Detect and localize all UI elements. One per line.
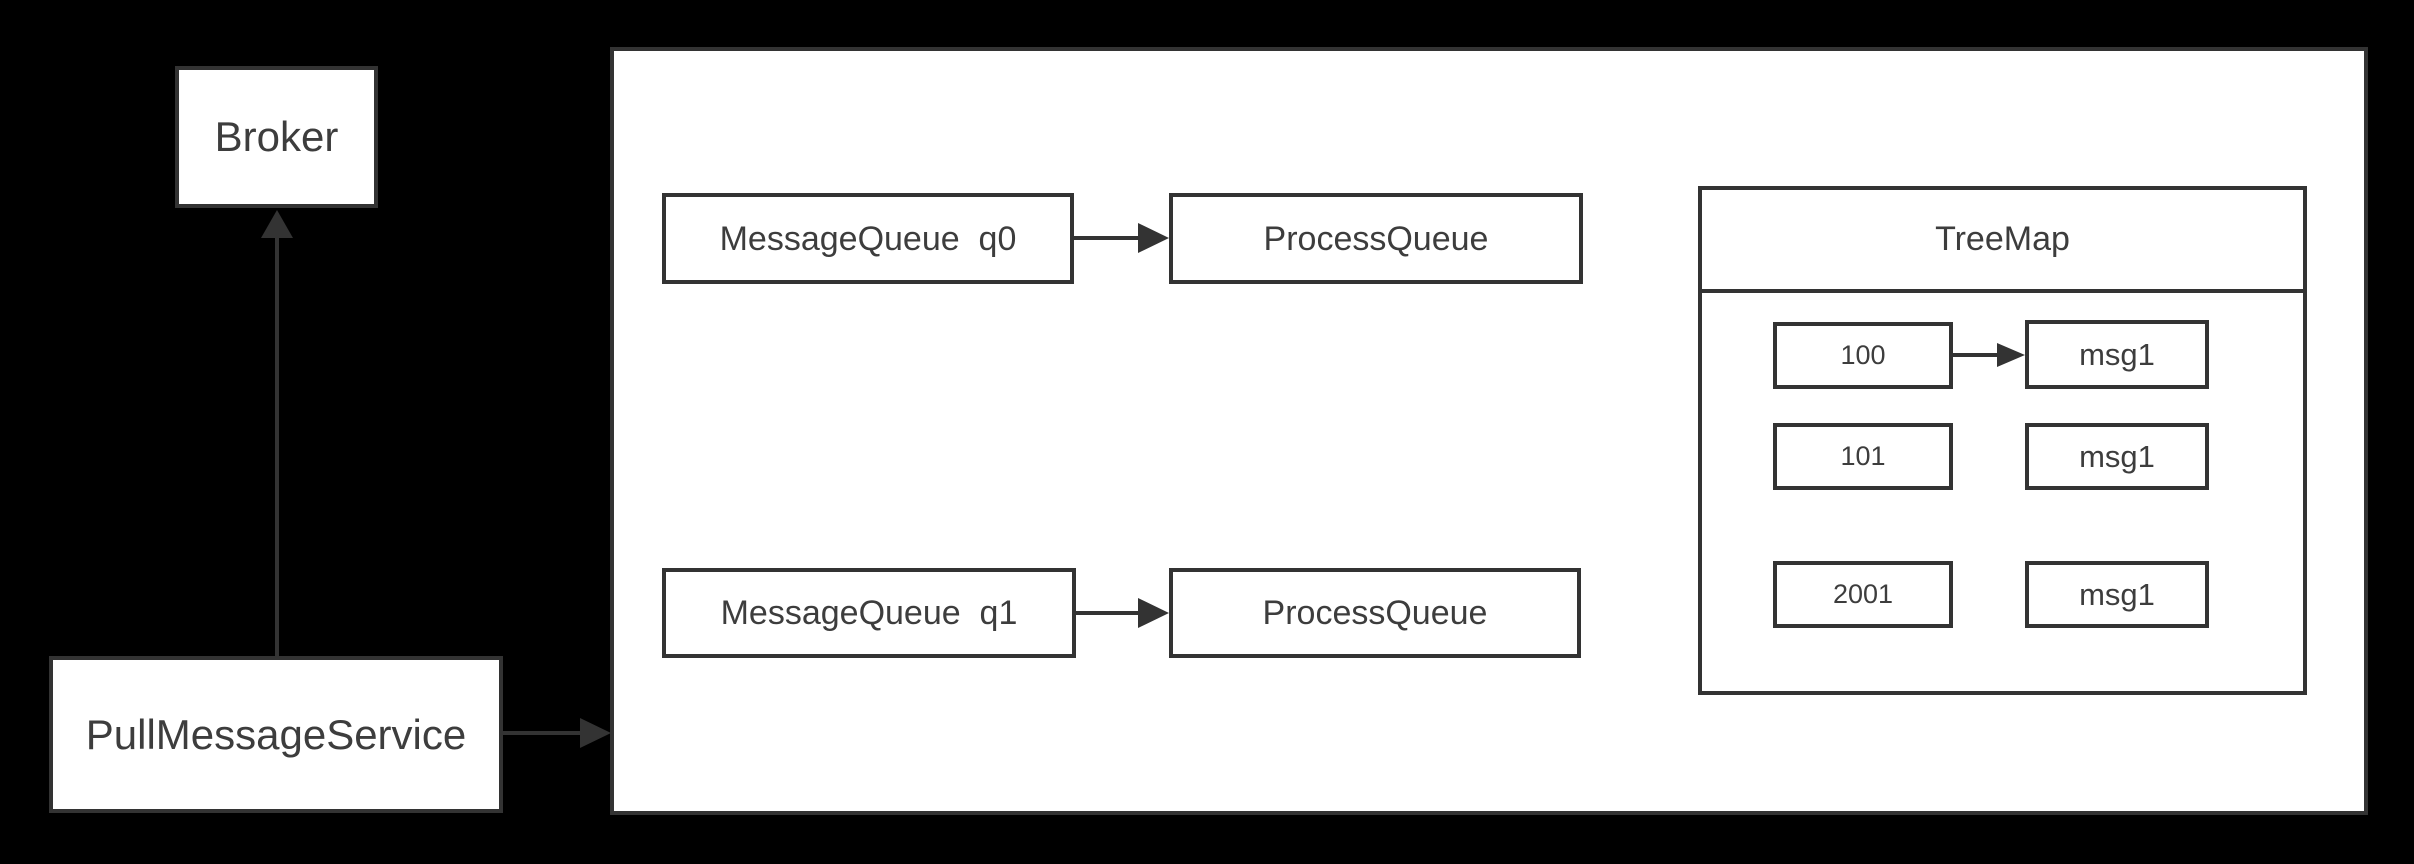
- treemap-value-msg1-row1: msg1: [2025, 320, 2209, 389]
- arrow-q1-line: [1076, 611, 1140, 615]
- broker-label: Broker: [214, 113, 339, 160]
- treemap-key-101: 101: [1773, 423, 1953, 490]
- treemap-value-msg1-row3-label: msg1: [2079, 577, 2155, 612]
- treemap-key-100-label: 100: [1840, 340, 1886, 370]
- process-queue-bottom-node: ProcessQueue: [1169, 568, 1581, 658]
- treemap-key-2001-label: 2001: [1832, 579, 1894, 609]
- arrow-100-head: [1997, 343, 2025, 367]
- arrow-q0-head: [1138, 223, 1169, 253]
- message-queue-q1-label: MessageQueue q1: [720, 594, 1018, 632]
- treemap-value-msg1-row3: msg1: [2025, 561, 2209, 628]
- treemap-value-msg1-row1-label: msg1: [2079, 337, 2155, 372]
- broker-node: Broker: [175, 66, 378, 208]
- arrow-pms-to-container-head: [580, 718, 611, 748]
- message-queue-q1-node: MessageQueue q1: [662, 568, 1076, 658]
- treemap-value-msg1-row2: msg1: [2025, 423, 2209, 490]
- arrow-q0-line: [1074, 236, 1140, 240]
- treemap-header: TreeMap: [1702, 190, 2303, 293]
- message-queue-q0-label: MessageQueue q0: [719, 219, 1017, 258]
- treemap-title: TreeMap: [1935, 220, 2070, 258]
- process-queue-bottom-label: ProcessQueue: [1262, 594, 1488, 632]
- pull-message-service-node: PullMessageService: [49, 656, 503, 813]
- treemap-key-2001: 2001: [1773, 561, 1953, 628]
- arrow-100-line: [1953, 353, 1999, 357]
- process-queue-top-label: ProcessQueue: [1263, 219, 1489, 258]
- treemap-value-msg1-row2-label: msg1: [2079, 439, 2155, 474]
- arrow-pms-to-container-line: [503, 731, 583, 735]
- process-queue-top-node: ProcessQueue: [1169, 193, 1583, 284]
- arrow-pms-to-broker-head: [261, 210, 293, 238]
- pull-message-service-label: PullMessageService: [85, 710, 467, 758]
- treemap-key-100: 100: [1773, 322, 1953, 389]
- arrow-pms-to-broker-line: [275, 236, 279, 656]
- arrow-q1-head: [1138, 598, 1169, 628]
- treemap-key-101-label: 101: [1840, 441, 1886, 471]
- message-queue-q0-node: MessageQueue q0: [662, 193, 1074, 284]
